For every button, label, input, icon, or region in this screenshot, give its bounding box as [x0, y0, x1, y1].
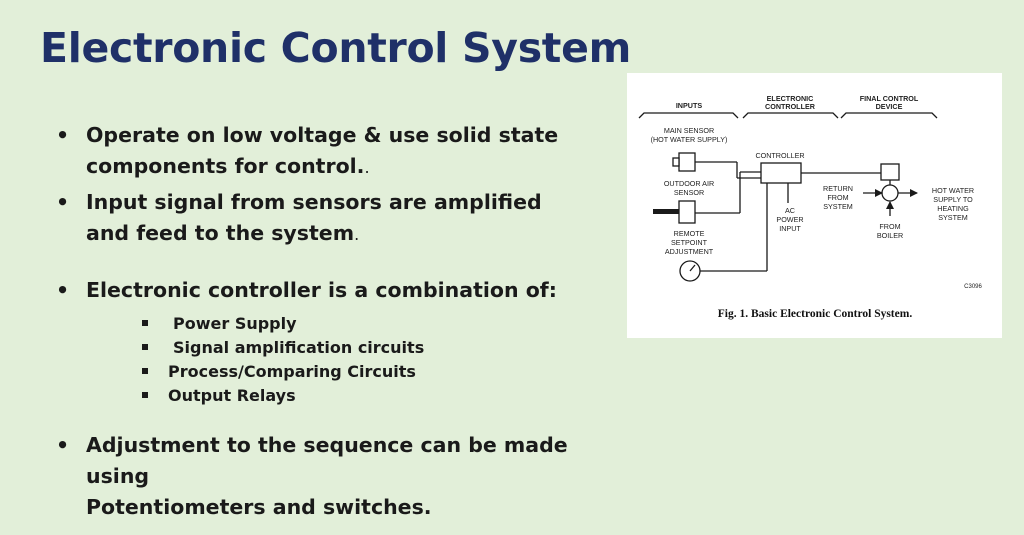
square-bullet-icon	[142, 368, 148, 374]
control-system-diagram: INPUTS ELECTRONIC CONTROLLER FINAL CONTR…	[638, 94, 983, 320]
return-label-line1: RETURN	[823, 184, 853, 193]
slide-title: Electronic Control System	[40, 24, 632, 72]
final-device-bracket	[840, 112, 938, 119]
controller-box	[760, 162, 802, 184]
outdoor-sensor-box	[678, 200, 696, 224]
component-item: Signal amplification circuits	[138, 336, 616, 360]
bullet-line: components for control.	[86, 154, 365, 178]
inputs-bracket	[638, 112, 739, 119]
bullet-line: Electronic controller is a combination o…	[86, 278, 557, 302]
setpoint-dial-needle	[689, 264, 696, 272]
bullet-line: Potentiometers and switches.	[86, 495, 432, 519]
remote-setpoint-label-line1: REMOTE	[674, 229, 705, 238]
square-bullet-icon	[142, 320, 148, 326]
figure-caption: Fig. 1. Basic Electronic Control System.	[718, 308, 913, 320]
component-list: Power Supply Signal amplification circui…	[138, 312, 616, 408]
remote-setpoint-label-line2: SETPOINT	[671, 238, 708, 247]
bullet-line: and feed to the system	[86, 221, 355, 245]
main-sensor-label-line1: MAIN SENSOR	[664, 126, 714, 135]
bullet-dot: •	[56, 190, 70, 214]
outdoor-sensor-probe	[653, 209, 679, 214]
outdoor-sensor-label-line1: OUTDOOR AIR	[664, 179, 714, 188]
bullet-list: • Operate on low voltage & use solid sta…	[56, 120, 616, 523]
bullet-line: Operate on low voltage & use solid state	[86, 123, 559, 147]
component-label: Power Supply	[173, 314, 297, 333]
final-device-header-line1: FINAL CONTROL	[860, 94, 919, 103]
bullet-trail: .	[364, 158, 370, 177]
bullet-dot: •	[56, 278, 70, 302]
hot-water-label-line3: HEATING	[937, 204, 969, 213]
return-label-line2: FROM	[827, 193, 848, 202]
component-item: Output Relays	[138, 384, 616, 408]
ac-power-label-line2: POWER	[776, 215, 803, 224]
valve-icon	[881, 184, 899, 202]
component-item: Power Supply	[138, 312, 616, 336]
component-item: Process/Comparing Circuits	[138, 360, 616, 384]
from-boiler-label-line2: BOILER	[877, 231, 903, 240]
main-sensor-label-line2: (HOT WATER SUPPLY)	[651, 135, 728, 144]
outdoor-sensor-label-line2: SENSOR	[674, 188, 704, 197]
bullet-low-voltage: • Operate on low voltage & use solid sta…	[56, 120, 616, 183]
from-boiler-label-line1: FROM	[879, 222, 900, 231]
bullet-line: Input signal from sensors are amplified	[86, 190, 542, 214]
controller-header-line2: CONTROLLER	[765, 102, 816, 111]
main-sensor-box	[678, 152, 696, 172]
bullet-adjustment: • Adjustment to the sequence can be made…	[56, 430, 616, 523]
return-label-line3: SYSTEM	[823, 202, 853, 211]
bullet-input-signal: • Input signal from sensors are amplifie…	[56, 187, 616, 250]
bullet-line: Adjustment to the sequence can be made u…	[86, 433, 568, 488]
bullet-trail: .	[354, 225, 360, 244]
figure-code: C3096	[964, 284, 982, 290]
hot-water-label-line2: SUPPLY TO	[933, 195, 973, 204]
controller-label: CONTROLLER	[755, 151, 804, 160]
hot-water-label-line4: SYSTEM	[938, 213, 968, 222]
bullet-dot: •	[56, 433, 70, 457]
controller-header-line1: ELECTRONIC	[767, 94, 814, 103]
component-label: Process/Comparing Circuits	[168, 362, 416, 381]
square-bullet-icon	[142, 344, 148, 350]
remote-setpoint-label-line3: ADJUSTMENT	[665, 247, 714, 256]
bullet-dot: •	[56, 123, 70, 147]
actuator-box	[880, 163, 900, 181]
ac-power-label-line1: AC	[785, 206, 795, 215]
final-device-header-line2: DEVICE	[876, 102, 903, 111]
main-sensor-probe	[672, 157, 680, 167]
ac-power-label-line3: INPUT	[779, 224, 801, 233]
control-system-figure: INPUTS ELECTRONIC CONTROLLER FINAL CONTR…	[627, 73, 1002, 338]
square-bullet-icon	[142, 392, 148, 398]
component-label: Output Relays	[168, 386, 296, 405]
inputs-header: INPUTS	[676, 101, 703, 110]
bullet-controller-combination: • Electronic controller is a combination…	[56, 275, 616, 408]
hot-water-label-line1: HOT WATER	[932, 186, 974, 195]
controller-bracket	[742, 112, 839, 119]
component-label: Signal amplification circuits	[173, 338, 425, 357]
